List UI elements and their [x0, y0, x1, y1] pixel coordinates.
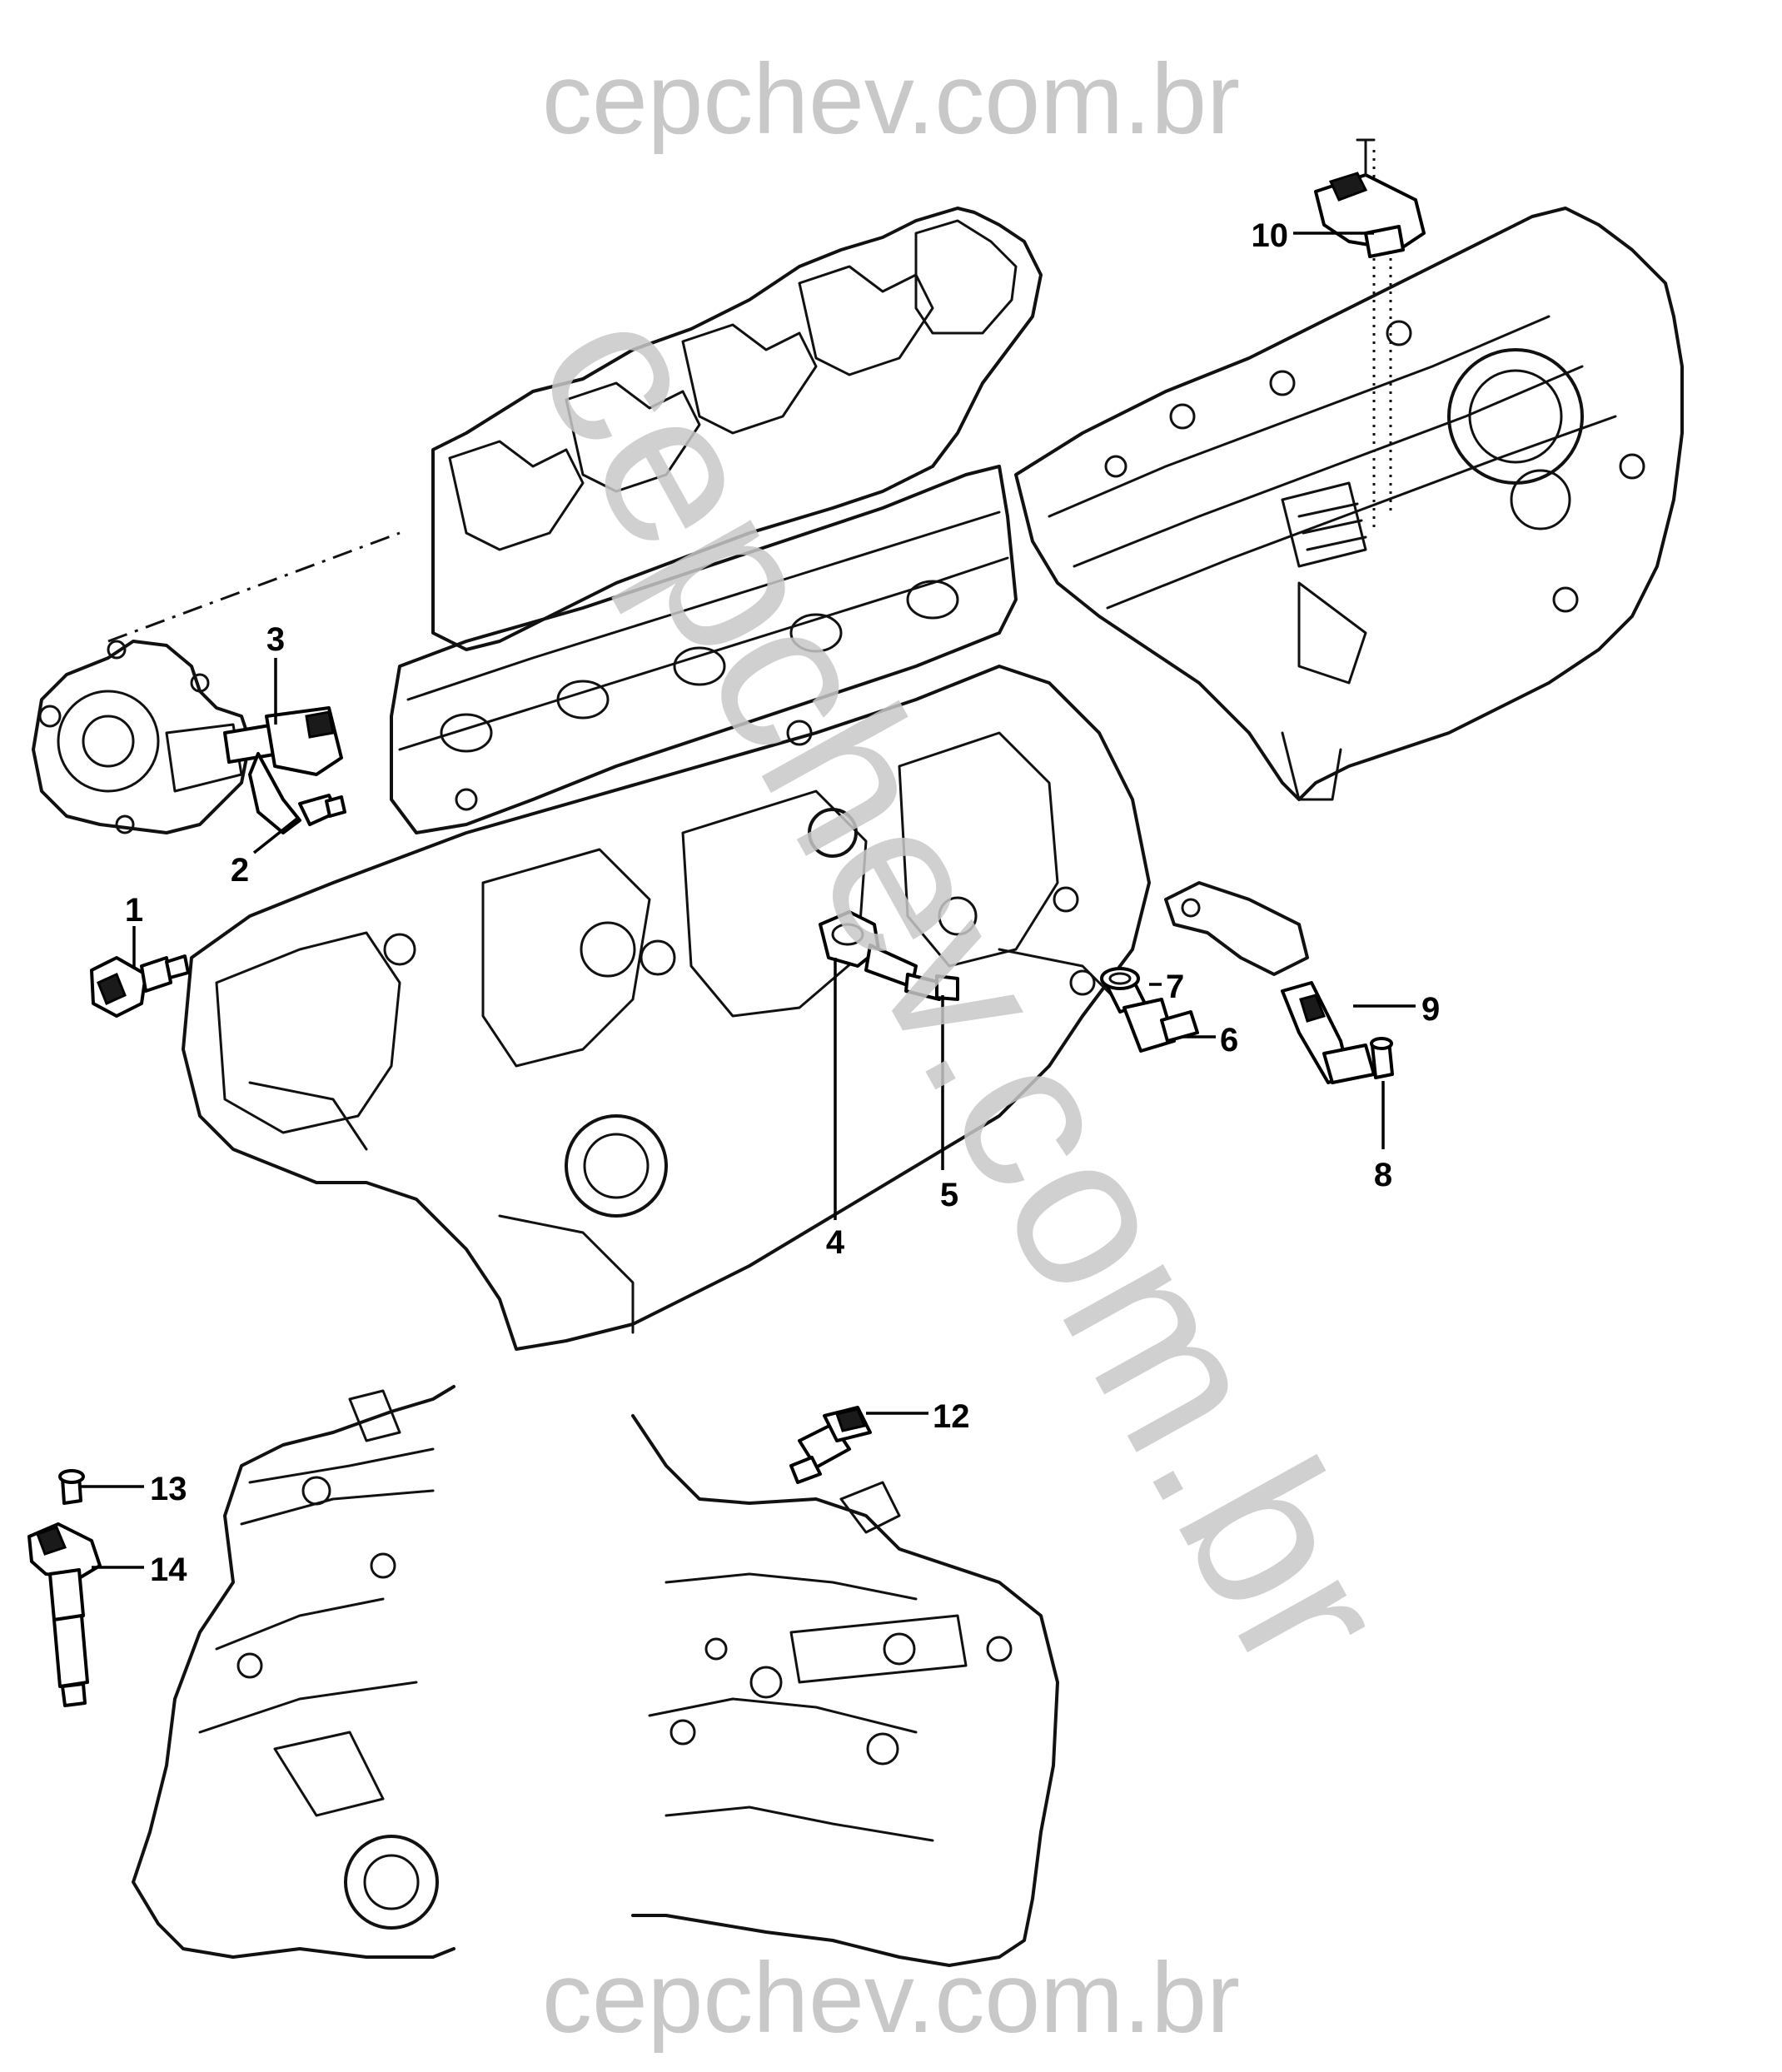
callout-14: 14 [150, 1552, 187, 1588]
reverse-light-switch-part [789, 1406, 872, 1484]
callout-1: 1 [125, 892, 143, 929]
speed-sensor-bolt-part [58, 1469, 85, 1505]
callout-12: 12 [933, 1398, 970, 1435]
sensor-bolt-part [298, 794, 346, 826]
assembly-line [107, 531, 401, 643]
map-sensor-part [1314, 138, 1426, 258]
crankshaft-sensor-part [1281, 981, 1376, 1084]
callout-2: 2 [231, 852, 249, 889]
sealing-washer-part [1100, 967, 1140, 990]
engine-block-drawing [182, 207, 1151, 1351]
transmission-housing-right-drawing [631, 1414, 1059, 1967]
sensor-bracket-drawing [1164, 881, 1309, 976]
callout-6: 6 [1220, 1022, 1238, 1058]
knock-sensor-bolt-part [904, 973, 959, 1001]
camshaft-sensor-part [223, 706, 343, 834]
callout-13: 13 [150, 1471, 187, 1507]
crank-sensor-bolt-part [1370, 1037, 1394, 1079]
callout-3: 3 [266, 621, 285, 658]
transmission-housing-left-drawing [132, 1385, 455, 1959]
callout-8: 8 [1374, 1157, 1392, 1193]
callout-9: 9 [1421, 991, 1440, 1028]
callout-7: 7 [1166, 969, 1184, 1005]
intake-manifold-drawing [1014, 207, 1684, 801]
callout-4: 4 [826, 1224, 845, 1261]
watermark-bottom: cepchev.com.br [542, 1942, 1240, 2054]
callout-5: 5 [940, 1177, 958, 1213]
oil-pressure-switch-part [1106, 977, 1199, 1053]
callout-10: 10 [1252, 217, 1289, 254]
leader-lines [79, 232, 1416, 1569]
vehicle-speed-sensor-part [27, 1522, 102, 1707]
watermark-top: cepchev.com.br [542, 43, 1240, 155]
vacuum-pump-drawing [32, 640, 251, 834]
coolant-temp-sensor-part [90, 954, 190, 1018]
